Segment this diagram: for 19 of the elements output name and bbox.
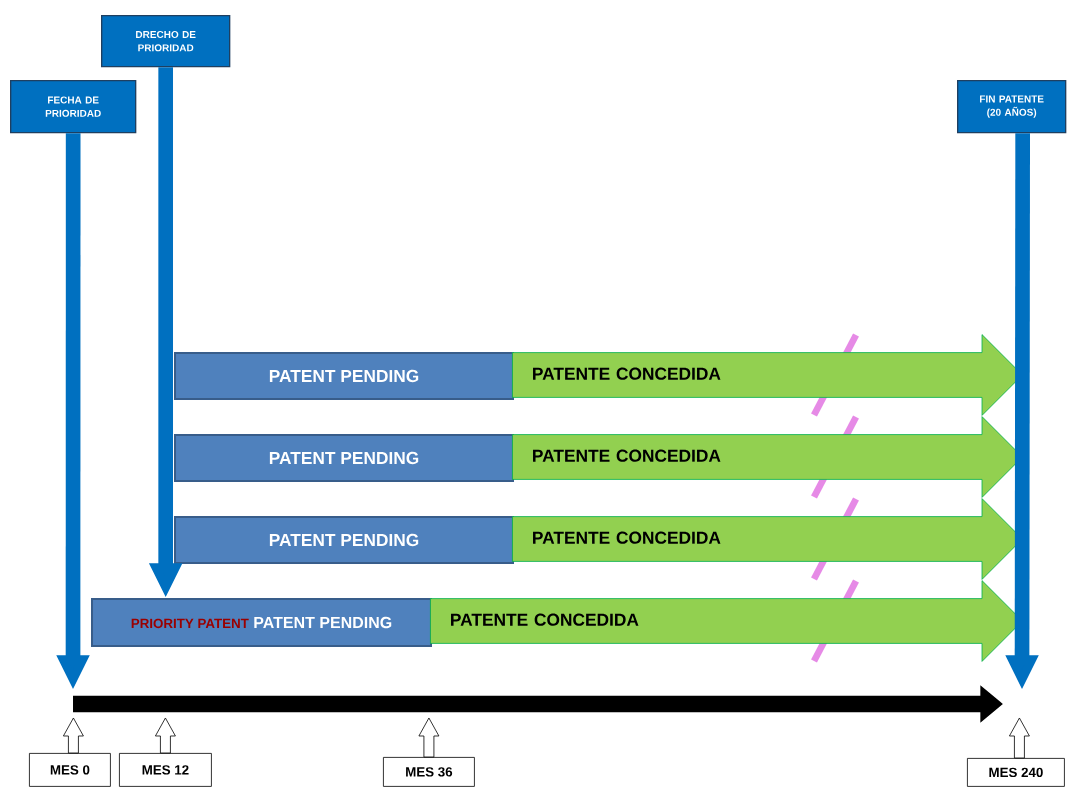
pointer-arrow	[1009, 717, 1030, 759]
month-label-box: MES 36	[383, 757, 475, 787]
arrow-banner: PATENTE CONCEDIDA	[512, 498, 1023, 580]
pointer-arrow	[63, 717, 84, 754]
arrow-banner: PATENTE CONCEDIDA	[512, 334, 1023, 416]
pointer-arrow	[155, 717, 176, 754]
month-label-box: MES 12	[119, 753, 212, 787]
callout-box: FIN PATENTE (20 AÑOS)	[957, 80, 1067, 134]
pending-box: PRIORITY PATENT PATENT PENDING	[91, 598, 432, 647]
pending-box: PATENT PENDING	[174, 352, 514, 400]
month-label-box: MES 240	[967, 758, 1065, 787]
pending-box: PATENT PENDING	[174, 434, 514, 482]
month-label-box: MES 0	[29, 753, 111, 787]
pending-box: PATENT PENDING	[174, 516, 514, 564]
arrow-banner: PATENTE CONCEDIDA	[430, 580, 1023, 662]
pointer-arrow	[418, 717, 440, 758]
callout-box: DRECHO DE PRIORIDAD	[101, 15, 231, 68]
callout-box: FECHA DE PRIORIDAD	[10, 80, 137, 134]
arrow-banner: PATENTE CONCEDIDA	[512, 416, 1023, 498]
